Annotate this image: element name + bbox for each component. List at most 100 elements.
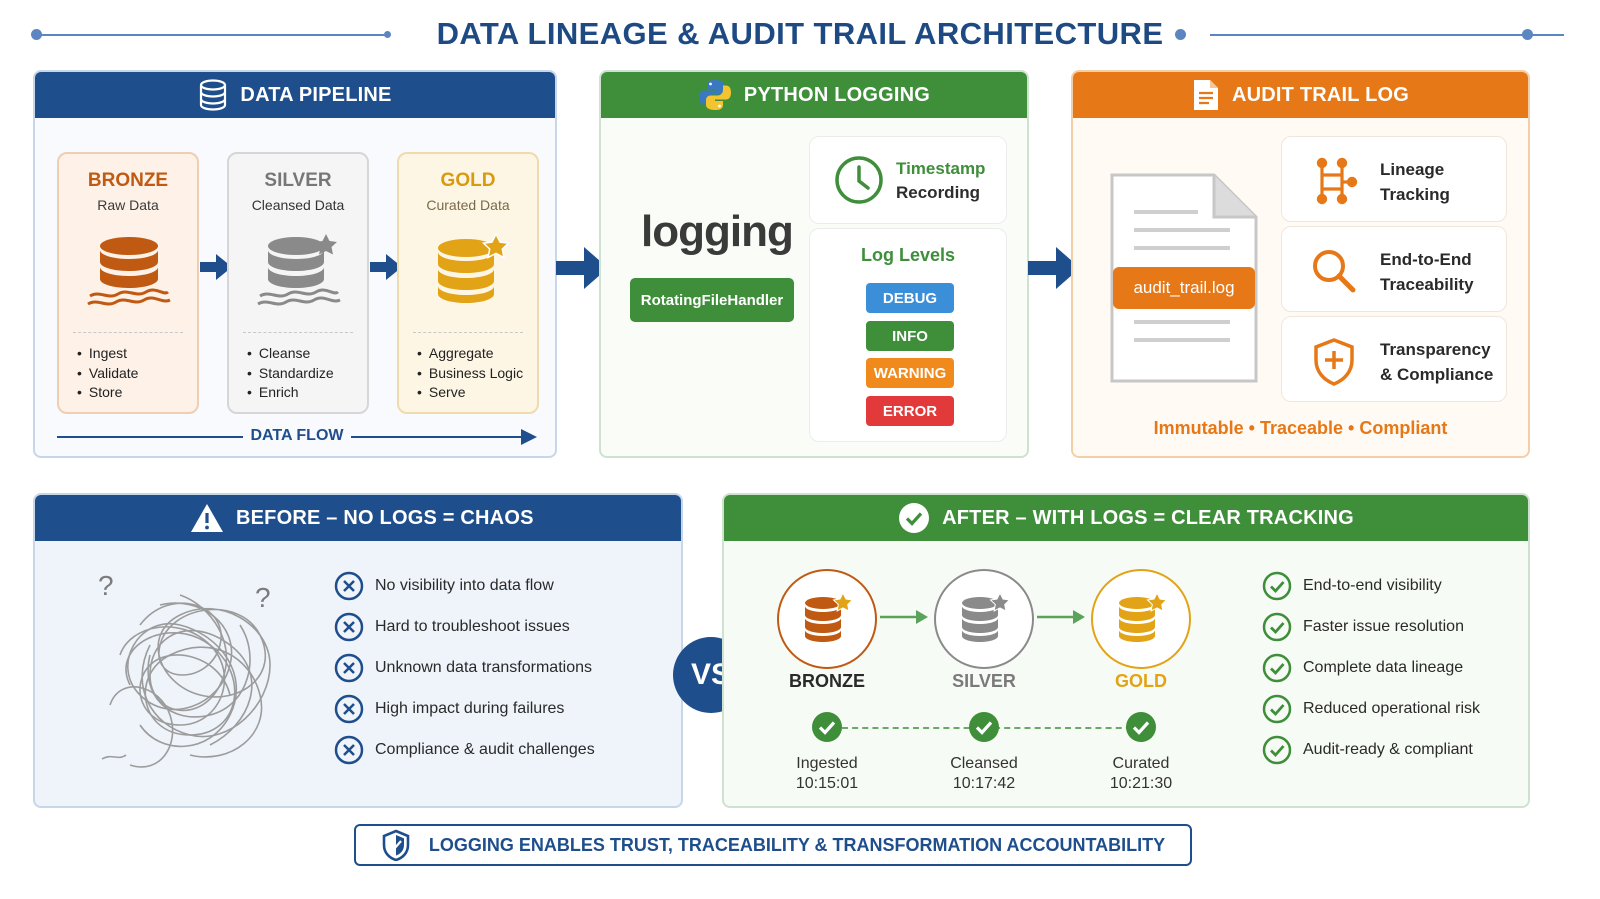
big-arrow-right-icon [556,247,608,294]
check-circle-icon [898,502,930,534]
stage-time: 10:21:30 [1109,775,1173,792]
title-dot-right [1522,29,1533,40]
silver-database-icon [962,591,1011,642]
svg-text:?: ? [255,582,271,613]
audit-trail-header: AUDIT TRAIL LOG [1073,72,1528,118]
tier-subtitle: Raw Data [97,197,159,213]
timestamp-card: Timestamp Recording [809,136,1007,224]
data-pipeline-panel: DATA PIPELINE BRONZE Raw Data Ingest Val… [33,70,557,458]
logging-wordmark: logging [641,207,794,256]
tier-step: Ingest [77,344,138,364]
after-header: AFTER – WITH LOGS = CLEAR TRACKING [724,495,1528,541]
flow-arrowhead-icon [521,429,537,450]
timestamp-text: Timestamp Recording [896,157,985,205]
bronze-database-icon [805,591,854,642]
tier-step: Aggregate [417,344,523,364]
feature-lineage-tracking: Lineage Tracking [1281,136,1507,222]
before-item-text: Compliance & audit challenges [375,741,595,758]
tangled-lines-icon: ?? [90,565,290,790]
timestamp-line2: Recording [896,183,981,202]
before-item: Unknown data transformations [333,652,592,684]
stage-time: 10:15:01 [795,775,859,792]
data-pipeline-header: DATA PIPELINE [35,72,555,118]
check-circle-outline-icon [1261,570,1293,602]
database-icon [198,79,228,111]
bronze-database-icon [86,234,172,319]
silver-database-icon [256,234,342,319]
stage-time: 10:17:42 [952,775,1016,792]
tier-subtitle: Curated Data [426,197,510,213]
title-dot-mid [1175,29,1186,40]
tier-name: BRONZE [87,170,169,191]
stage-status: Curated [1112,755,1170,772]
tier-step: Validate [77,364,139,384]
after-item-text: Audit-ready & compliant [1303,741,1473,758]
feature-line: Lineage [1380,160,1445,179]
after-item-text: Reduced operational risk [1303,700,1480,717]
warning-icon [190,503,224,533]
tier-step: Cleanse [247,344,334,364]
after-item: Audit-ready & compliant [1261,734,1473,766]
stage-timestamp: Curated 10:21:30 [1071,754,1211,794]
python-logging-header: PYTHON LOGGING [601,72,1027,118]
tier-step: Store [77,383,138,403]
tier-name: SILVER [264,170,332,191]
gold-database-icon [426,232,512,319]
before-panel: BEFORE – NO LOGS = CHAOS ?? No visibilit… [33,493,683,808]
stage-gold-circle [1091,569,1191,669]
feature-text: End-to-End Traceability [1380,247,1474,297]
title-row: DATA LINEAGE & AUDIT TRAIL ARCHITECTURE [0,14,1600,56]
after-item: Faster issue resolution [1261,611,1464,643]
x-circle-icon [333,693,365,725]
arrow-right-icon [370,252,402,287]
audit-log-filename: audit_trail.log [1113,267,1255,309]
stage-name: GOLD [1115,671,1167,691]
tier-name: GOLD [440,170,496,191]
before-item-text: High impact during failures [375,700,565,717]
tier-divider [73,332,183,333]
python-icon [698,78,732,112]
tier-steps: Cleanse Standardize Enrich [247,344,334,403]
title-dot-end [384,31,391,38]
after-item-text: Complete data lineage [1303,659,1464,676]
big-arrow-right-icon [1028,247,1080,294]
magnifier-icon [1310,247,1358,300]
before-item-text: Hard to troubleshoot issues [375,618,570,635]
tier-subtitle: Cleansed Data [251,197,345,213]
tier-divider [243,332,353,333]
flow-line-left [57,436,243,438]
log-levels-title: Log Levels [860,245,956,265]
x-circle-icon [333,570,365,602]
feature-text: Lineage Tracking [1380,157,1450,207]
tier-step: Serve [417,383,523,403]
check-circle-icon [1125,711,1157,748]
stage-arrow-icon [1037,607,1085,632]
shield-icon [1310,337,1358,392]
tier-silver: SILVER Cleansed Data Cleanse Standardize… [227,152,369,414]
tier-steps: Ingest Validate Store [77,344,139,403]
level-info-badge: INFO [866,321,954,351]
after-item: Complete data lineage [1261,652,1463,684]
after-item: Reduced operational risk [1261,693,1480,725]
log-levels-card: Log Levels DEBUG INFO WARNING ERROR [809,228,1007,442]
before-title: BEFORE – NO LOGS = CHAOS [236,506,534,529]
after-item: End-to-end visibility [1261,570,1442,602]
stage-timestamp: Cleansed 10:17:42 [914,754,1054,794]
x-circle-icon [333,652,365,684]
feature-transparency-compliance: Transparency & Compliance [1281,316,1507,402]
audit-trail-title: AUDIT TRAIL LOG [1231,83,1410,106]
tier-steps: Aggregate Business Logic Serve [417,344,523,403]
svg-text:?: ? [98,570,114,601]
rotating-file-handler: RotatingFileHandler [630,278,794,322]
check-circle-icon [811,711,843,748]
python-logging-panel: PYTHON LOGGING logging RotatingFileHandl… [599,70,1029,458]
feature-line: Tracking [1380,185,1450,204]
arrow-right-icon [200,252,232,287]
check-circle-icon [968,711,1000,748]
before-item: Compliance & audit challenges [333,734,595,766]
stage-timestamp: Ingested 10:15:01 [757,754,897,794]
shield-check-icon [381,829,411,861]
gold-database-icon [1119,591,1168,642]
tier-step: Standardize [247,364,334,384]
x-circle-icon [333,734,365,766]
